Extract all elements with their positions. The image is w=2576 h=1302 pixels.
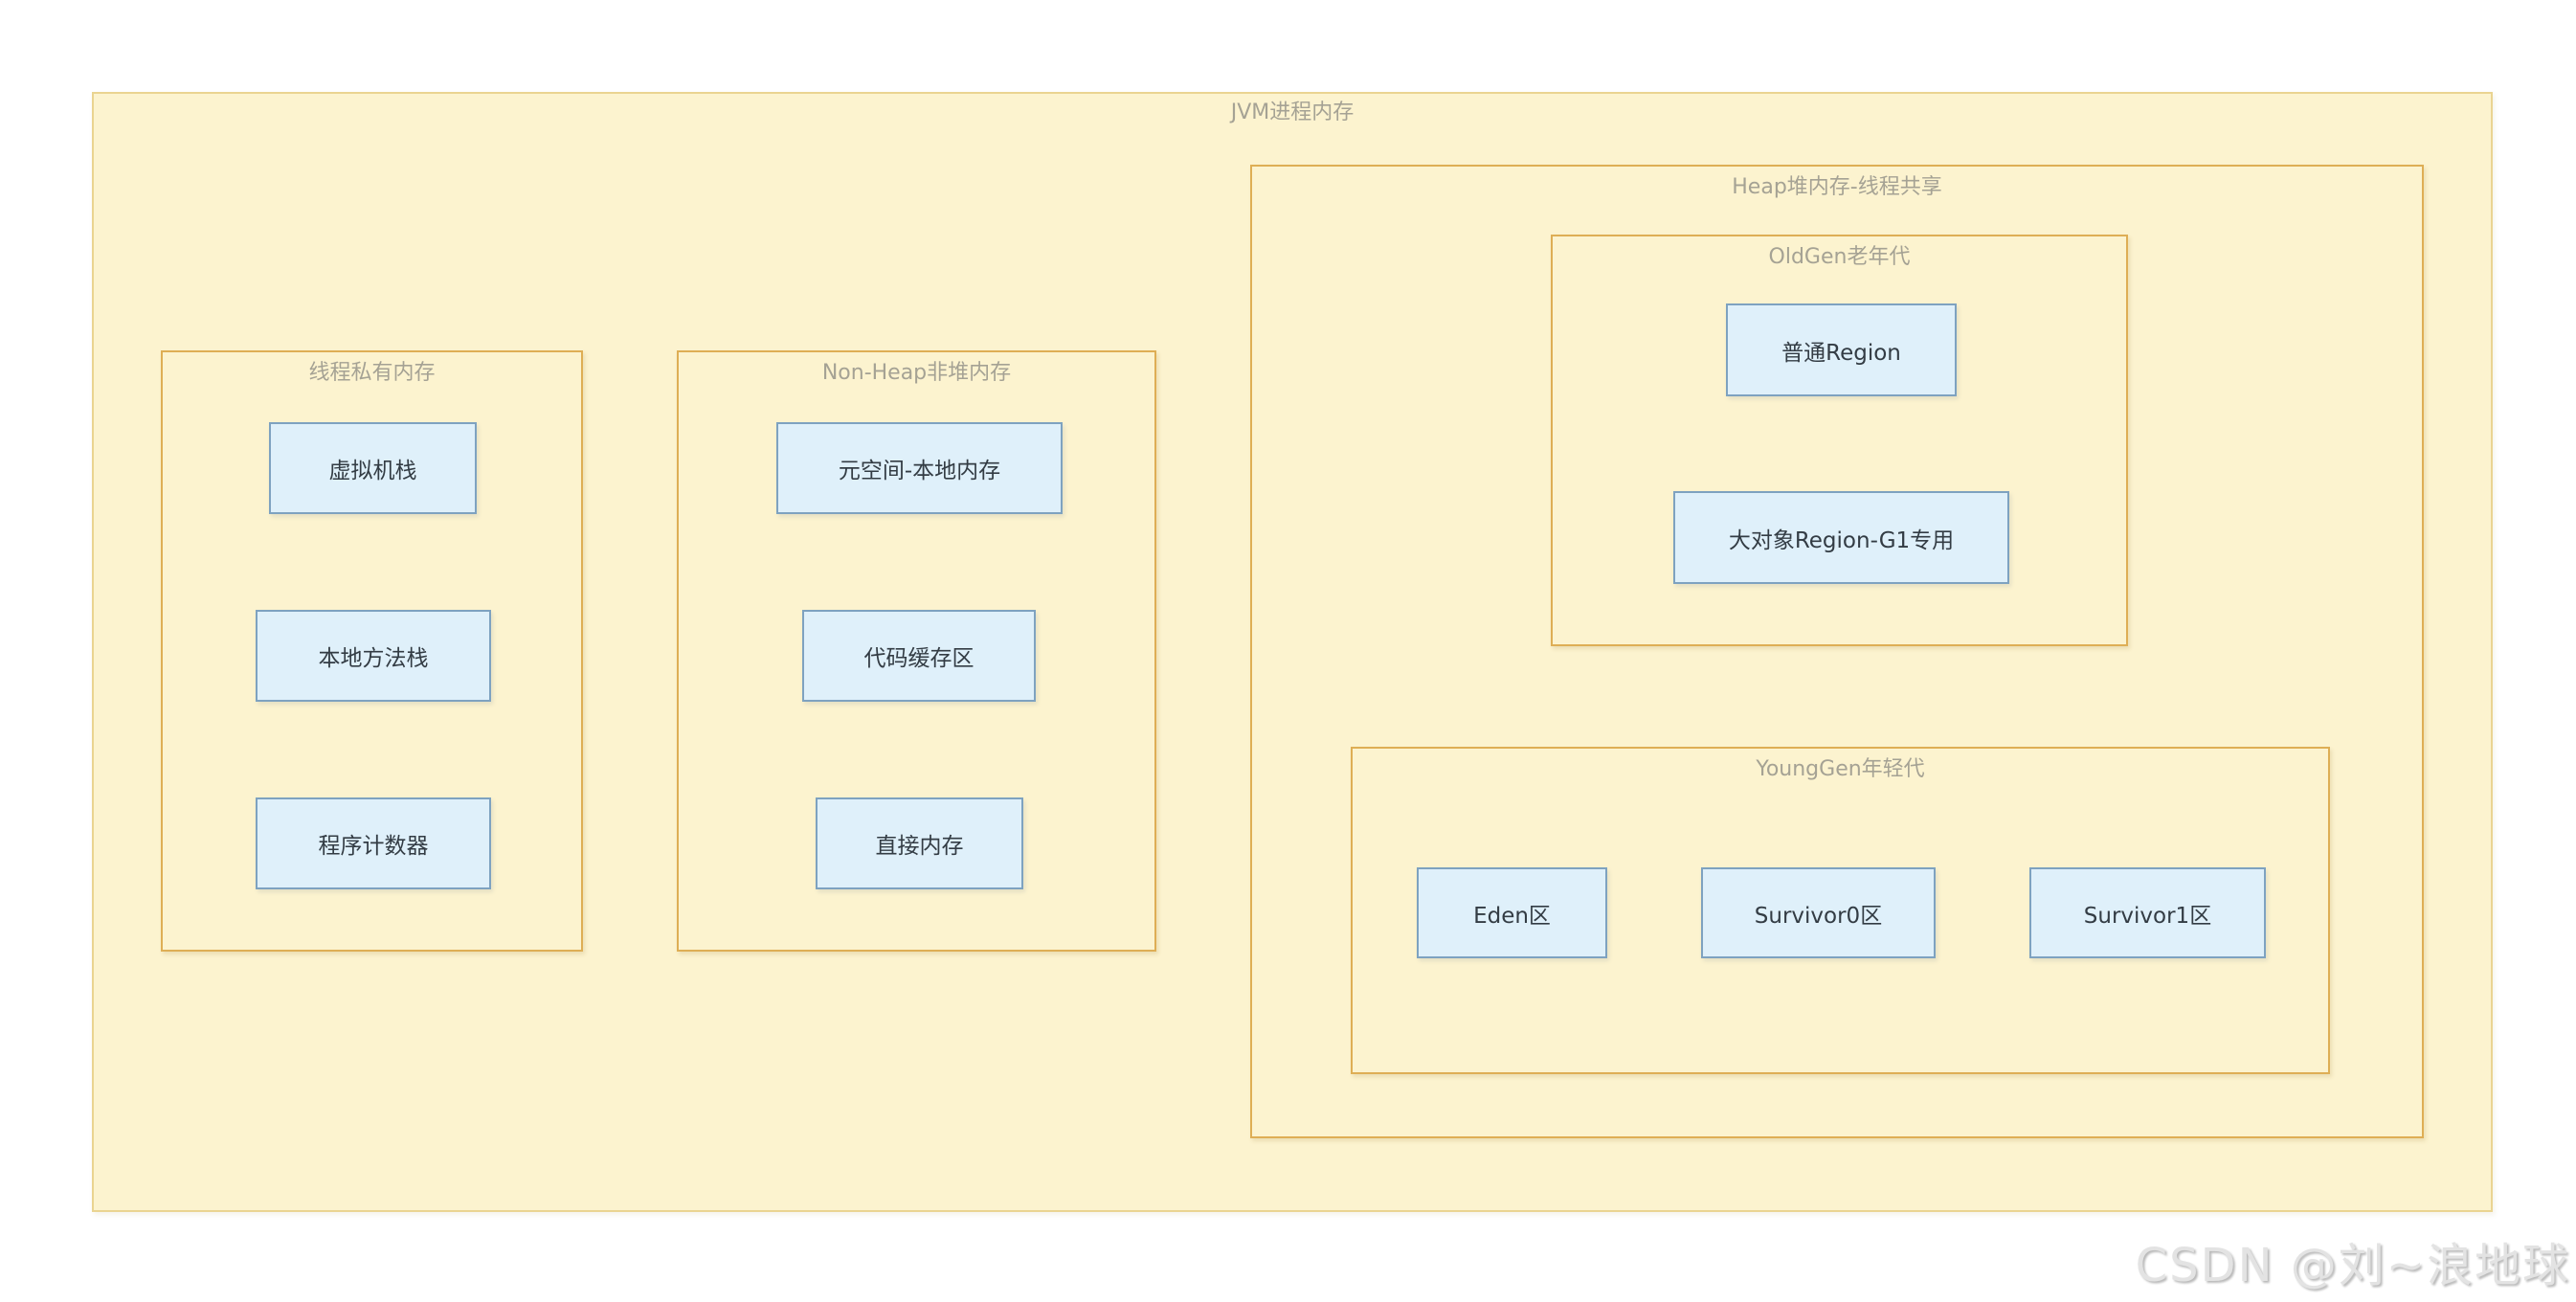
node-normal-region: 普通Region	[1726, 303, 1957, 396]
node-program-counter: 程序计数器	[256, 797, 491, 889]
jvm-process-memory-title: JVM进程内存	[1230, 101, 1355, 124]
young-gen-title: YoungGen年轻代	[1756, 757, 1925, 781]
group-thread-private-memory: 线程私有内存 虚拟机栈 本地方法栈 程序计数器	[161, 350, 583, 952]
node-native-method-stack: 本地方法栈	[256, 610, 491, 702]
node-vm-stack: 虚拟机栈	[269, 422, 477, 514]
thread-private-memory-title: 线程私有内存	[308, 361, 436, 385]
node-metaspace: 元空间-本地内存	[776, 422, 1063, 514]
node-eden-region: Eden区	[1417, 867, 1607, 958]
group-old-gen: OldGen老年代 普通Region 大对象Region-G1专用	[1551, 235, 2128, 646]
node-survivor1-region: Survivor1区	[2029, 867, 2266, 958]
jvm-process-memory-box: JVM进程内存 线程私有内存 虚拟机栈 本地方法栈 程序计数器 Non-Heap…	[92, 92, 2493, 1212]
heap-memory-title: Heap堆内存-线程共享	[1732, 175, 1942, 199]
group-non-heap-memory: Non-Heap非堆内存 元空间-本地内存 代码缓存区 直接内存	[677, 350, 1156, 952]
group-young-gen: YoungGen年轻代 Eden区 Survivor0区 Survivor1区	[1351, 747, 2330, 1074]
old-gen-title: OldGen老年代	[1768, 245, 1911, 269]
node-code-cache: 代码缓存区	[802, 610, 1036, 702]
node-direct-memory: 直接内存	[816, 797, 1023, 889]
node-survivor0-region: Survivor0区	[1701, 867, 1936, 958]
non-heap-memory-title: Non-Heap非堆内存	[821, 361, 1012, 385]
node-humongous-region-g1: 大对象Region-G1专用	[1673, 491, 2009, 584]
csdn-watermark: CSDN @刘~浪地球	[2135, 1239, 2570, 1292]
group-heap-memory: Heap堆内存-线程共享 OldGen老年代 普通Region 大对象Regio…	[1250, 165, 2424, 1138]
